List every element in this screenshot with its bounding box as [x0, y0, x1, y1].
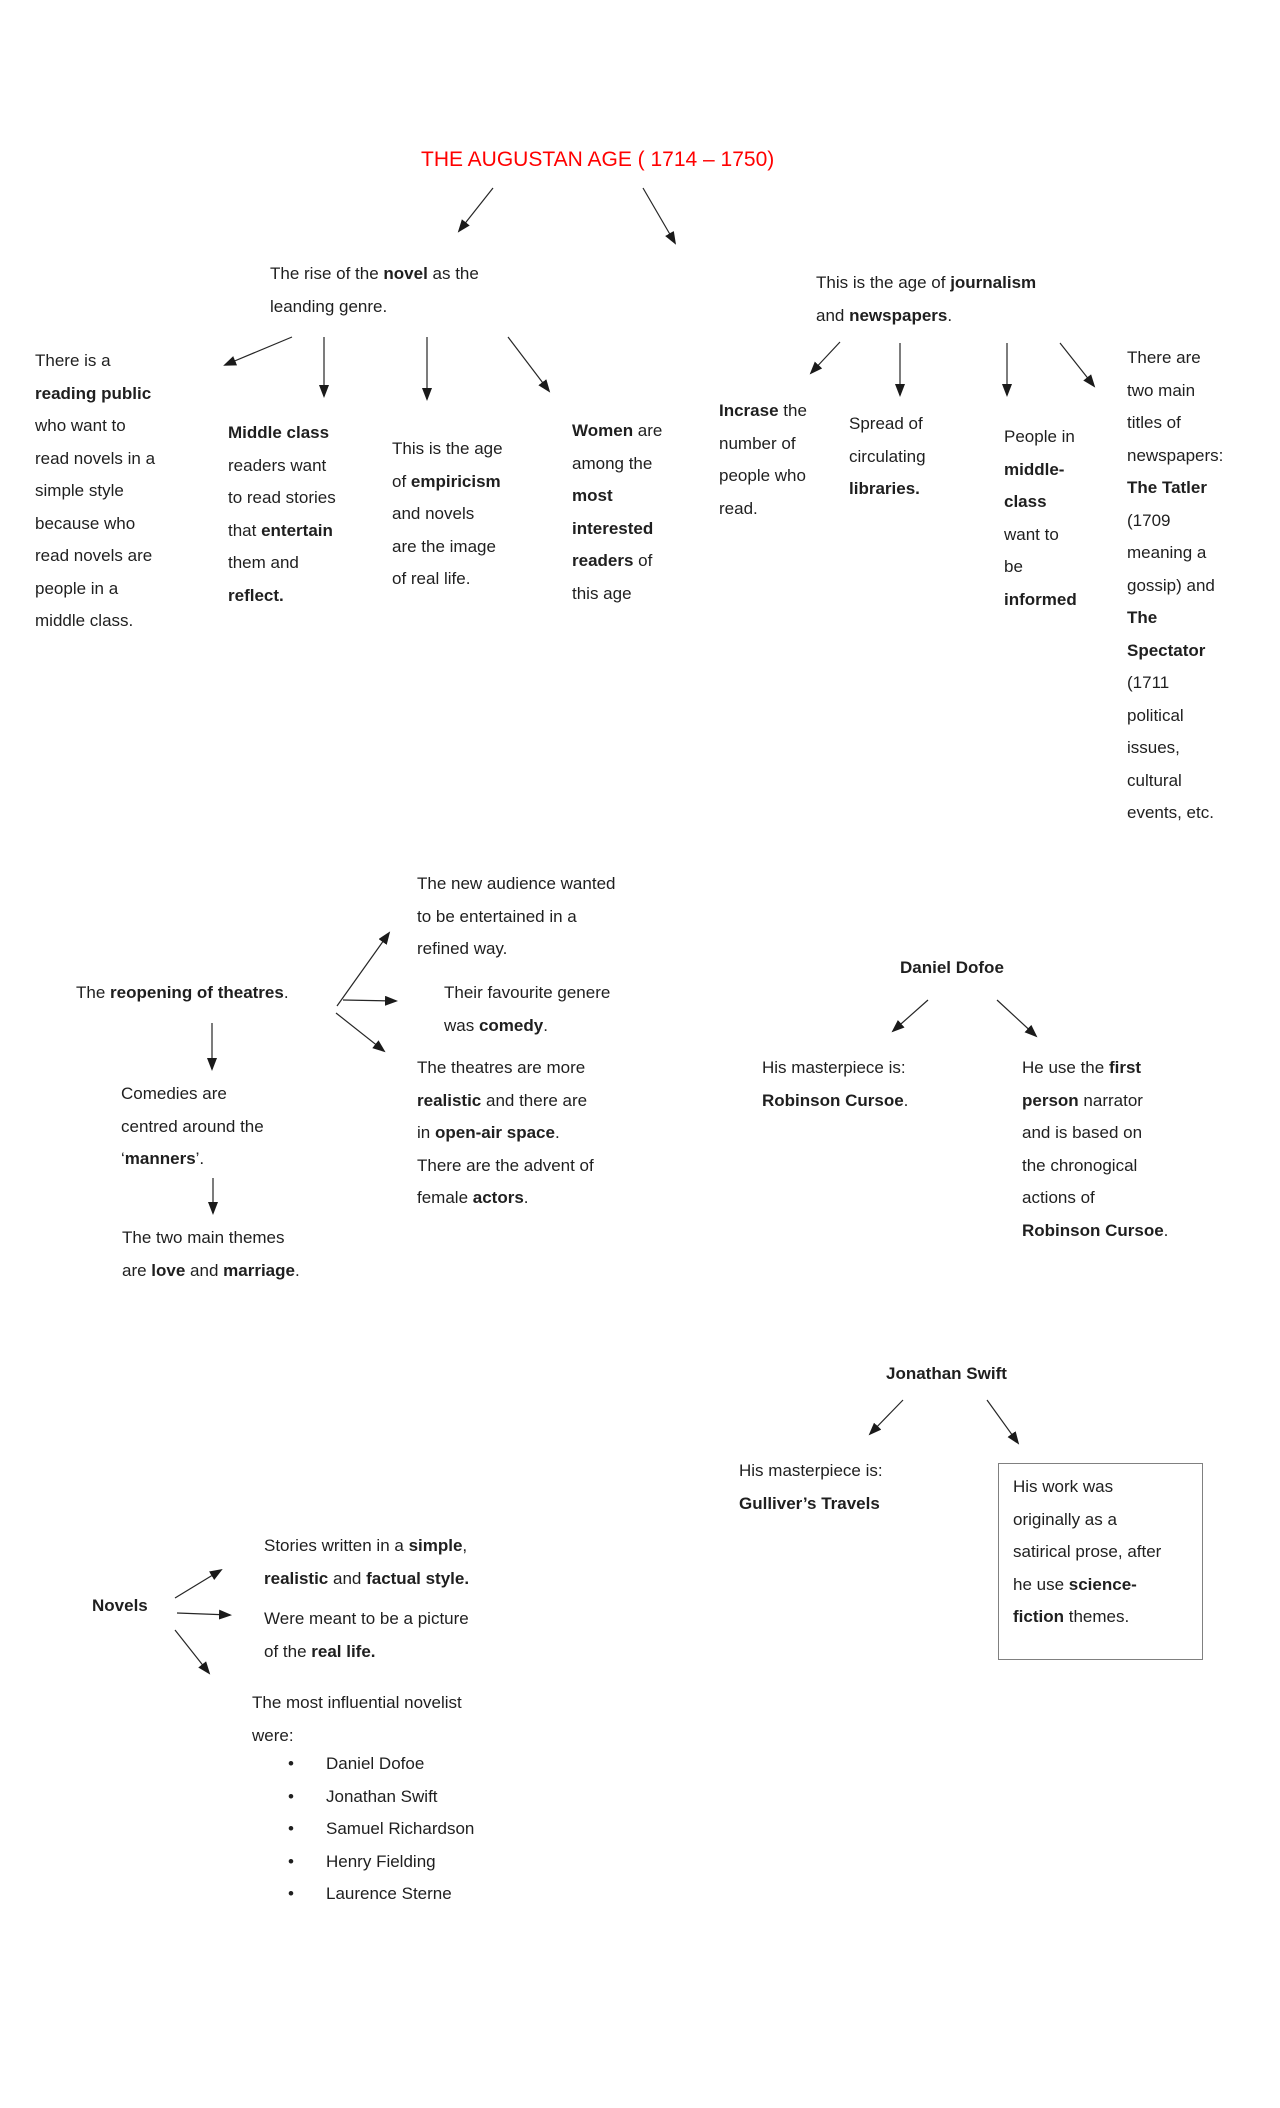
bullet-icon: • — [288, 1786, 294, 1806]
list-item: • Jonathan Swift — [288, 1781, 474, 1814]
node-novel-rise: The rise of the novel as the leanding ge… — [270, 264, 479, 316]
arrow-dofoe-to-masterpiece — [891, 999, 929, 1033]
list-item-label: Samuel Richardson — [326, 1819, 475, 1838]
arrow-theatres-to-realistic — [335, 1012, 386, 1053]
arrow-novels-to-stories — [174, 1568, 223, 1599]
node-dofoe-masterpiece: His masterpiece is: Robinson Cursoe. — [762, 1058, 909, 1110]
node-informed: People in middle- class want to be infor… — [1004, 427, 1077, 609]
arrow-swift-to-masterpiece — [868, 1399, 904, 1436]
node-favourite-genre: Their favourite genere was comedy. — [444, 983, 611, 1035]
arrow-novel-to-women — [507, 336, 551, 393]
arrow-dofoe-to-narrator — [996, 999, 1038, 1038]
page-title: THE AUGUSTAN AGE ( 1714 – 1750) — [421, 148, 775, 171]
node-influential-novelists: The most influential novelist were: — [252, 1693, 462, 1745]
node-journalism: This is the age of journalism and newspa… — [816, 273, 1037, 325]
arrow-journalism-to-incrase — [809, 341, 841, 375]
node-realistic-theatres: The theatres are more realistic and ther… — [417, 1058, 594, 1207]
bullet-icon: • — [288, 1754, 294, 1773]
node-empiricism: This is the age of empiricism and novels… — [392, 439, 503, 588]
arrow-theatres-to-audience — [336, 931, 391, 1007]
arrow-novels-to-picture — [176, 1609, 232, 1620]
bullet-icon: • — [288, 1851, 294, 1871]
arrow-title-to-novel — [457, 187, 494, 233]
node-theatres: The reopening of theatres. — [76, 983, 289, 1002]
arrow-journalism-to-titles — [1059, 342, 1096, 388]
node-reading-public: There is a reading public who want to re… — [35, 351, 156, 630]
node-jonathan-swift: Jonathan Swift — [886, 1364, 1007, 1383]
arrow-novel-to-reading-public — [223, 336, 293, 366]
list-item: • Samuel Richardson — [288, 1813, 474, 1846]
node-libraries: Spread of circulating libraries. — [849, 414, 926, 498]
arrow-novels-to-influential — [174, 1629, 211, 1675]
node-newspaper-titles: There are two main titles of newspapers:… — [1127, 348, 1224, 822]
list-item: • Laurence Sterne — [288, 1878, 474, 1911]
node-daniel-dofoe: Daniel Dofoe — [900, 958, 1004, 977]
list-item-label: Laurence Sterne — [326, 1884, 452, 1903]
node-new-audience: The new audience wanted to be entertaine… — [417, 874, 616, 958]
node-swift-note: His work was originally as a satirical p… — [1013, 1477, 1162, 1626]
node-novels: Novels — [92, 1596, 148, 1615]
bullet-icon: • — [288, 1884, 294, 1903]
node-comedies-manners: Comedies are centred around the ‘manners… — [121, 1084, 264, 1168]
node-incrase-readers: Incrase the number of people who read. — [719, 401, 807, 518]
node-stories-style: Stories written in a simple, realistic a… — [264, 1536, 470, 1588]
swift-note-box: His work was originally as a satirical p… — [998, 1463, 1203, 1660]
node-dofoe-narrator: He use the first person narrator and is … — [1022, 1058, 1169, 1240]
list-item: • Henry Fielding — [288, 1846, 474, 1879]
bullet-icon: • — [288, 1819, 294, 1838]
list-item-label: Jonathan Swift — [326, 1786, 438, 1806]
list-item-label: Henry Fielding — [326, 1851, 436, 1871]
arrow-swift-to-box — [986, 1399, 1020, 1445]
arrow-theatres-to-favourite — [342, 995, 398, 1006]
list-item-label: Daniel Dofoe — [326, 1754, 425, 1773]
novelist-list: • Daniel Dofoe • Jonathan Swift • Samuel Ri… — [288, 1748, 474, 1911]
node-picture-real-life: Were meant to be a picture of the real l… — [264, 1609, 469, 1661]
list-item: • Daniel Dofoe — [288, 1748, 474, 1781]
node-middle-class: Middle class readers want to read storie… — [228, 423, 336, 605]
node-women-readers: Women are among the most interested read… — [572, 421, 663, 603]
node-main-themes: The two main themes are love and marriag… — [122, 1228, 300, 1280]
arrow-title-to-journalism — [642, 187, 677, 245]
node-swift-masterpiece: His masterpiece is: Gulliver’s Travels — [739, 1461, 883, 1513]
